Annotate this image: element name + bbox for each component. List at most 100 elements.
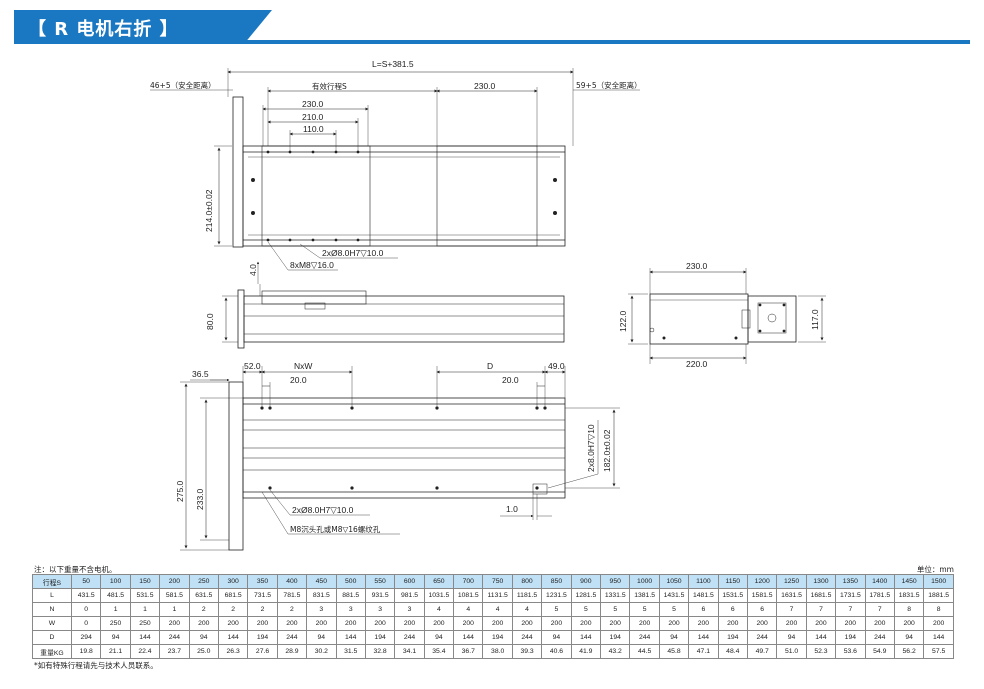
table-cell: 1231.5 xyxy=(541,588,572,603)
dim-d: D xyxy=(487,361,493,371)
table-cell: 22.4 xyxy=(129,644,161,659)
table-header-cell: 650 xyxy=(423,574,455,589)
table-row-label: L xyxy=(32,588,72,603)
table-cell: 194 xyxy=(247,630,278,645)
table-cell: 4 xyxy=(482,602,513,617)
dim-80: 80.0 xyxy=(205,313,215,330)
table-cell: 200 xyxy=(776,616,807,631)
hole-note-right: 2x8.0H7▽10 xyxy=(586,424,596,472)
table-header-cell: 1500 xyxy=(923,574,954,589)
weight-note: 注：以下重量不含电机。 xyxy=(34,565,117,574)
table-cell: 244 xyxy=(746,630,778,645)
table-cell: 41.9 xyxy=(570,644,602,659)
table-cell: 3 xyxy=(306,602,337,617)
table-cell: 7 xyxy=(864,602,895,617)
table-cell: 1881.5 xyxy=(923,588,954,603)
table-cell: 200 xyxy=(864,616,895,631)
table-cell: 200 xyxy=(923,616,954,631)
table-cell: 531.5 xyxy=(129,588,161,603)
front-body xyxy=(243,295,565,343)
table-cell: 200 xyxy=(335,616,366,631)
table-cell: 1381.5 xyxy=(629,588,660,603)
table-cell: 200 xyxy=(570,616,602,631)
table-header-cell: 250 xyxy=(188,574,219,589)
table-header-cell: 50 xyxy=(70,574,102,589)
table-cell: 194 xyxy=(835,630,866,645)
table-cell: 200 xyxy=(306,616,337,631)
table-cell: 244 xyxy=(276,630,308,645)
table-cell: 2 xyxy=(217,602,249,617)
table-cell: 38.0 xyxy=(482,644,513,659)
table-cell: 57.5 xyxy=(923,644,954,659)
table-cell: 3 xyxy=(364,602,396,617)
table-header-cell: 450 xyxy=(306,574,337,589)
section-header: 【 R 电机右折 】 xyxy=(14,10,970,44)
motor-plate-bottom xyxy=(228,381,244,551)
table-cell: 44.5 xyxy=(629,644,660,659)
table-cell: 94 xyxy=(893,630,925,645)
table-cell: 200 xyxy=(746,616,778,631)
table-header-cell: 1400 xyxy=(864,574,895,589)
table-cell: 194 xyxy=(482,630,513,645)
dim-214: 214.0±0.02 xyxy=(204,189,214,232)
dim-230-end: 230.0 xyxy=(474,81,496,91)
table-cell: 200 xyxy=(276,616,308,631)
table-cell: 200 xyxy=(893,616,925,631)
tap-note-bottom: M8沉头孔或M8▽16螺纹孔 xyxy=(290,524,381,534)
table-cell: 144 xyxy=(217,630,249,645)
side-view xyxy=(628,268,826,364)
table-cell: 1281.5 xyxy=(570,588,602,603)
table-cell: 52.3 xyxy=(805,644,837,659)
table-cell: 581.5 xyxy=(159,588,190,603)
table-cell: 94 xyxy=(658,630,690,645)
bottom-view xyxy=(180,366,620,551)
dim-210: 210.0 xyxy=(302,112,324,122)
table-cell: 1531.5 xyxy=(717,588,748,603)
table-cell: 1431.5 xyxy=(658,588,690,603)
table-cell: 931.5 xyxy=(364,588,396,603)
table-cell: 40.6 xyxy=(541,644,572,659)
table-cell: 1 xyxy=(159,602,190,617)
table-cell: 2 xyxy=(188,602,219,617)
table-header-cell: 1300 xyxy=(805,574,837,589)
dim-36-5: 36.5 xyxy=(192,369,209,379)
table-cell: 200 xyxy=(835,616,866,631)
end-block xyxy=(436,145,538,247)
table-header-cell: 1200 xyxy=(746,574,778,589)
table-row-label: N xyxy=(32,602,72,617)
table-cell: 200 xyxy=(600,616,631,631)
table-cell: 4 xyxy=(511,602,543,617)
table-cell: 781.5 xyxy=(276,588,308,603)
table-cell: 244 xyxy=(864,630,895,645)
dim-effective-stroke: 有效行程S xyxy=(312,81,347,91)
table-cell: 5 xyxy=(570,602,602,617)
table-cell: 250 xyxy=(100,616,131,631)
table-header-cell: 1250 xyxy=(776,574,807,589)
table-cell: 30.2 xyxy=(306,644,337,659)
table-header-cell: 500 xyxy=(335,574,366,589)
table-cell: 1681.5 xyxy=(805,588,837,603)
table-header-cell: 900 xyxy=(570,574,602,589)
table-cell: 244 xyxy=(394,630,425,645)
table-cell: 144 xyxy=(335,630,366,645)
table-cell: 56.2 xyxy=(893,644,925,659)
top-view xyxy=(150,68,640,271)
table-cell: 28.9 xyxy=(276,644,308,659)
dim-1: 1.0 xyxy=(506,504,518,514)
hole-note-bottom: 2xØ8.0H7▽10.0 xyxy=(292,505,354,515)
dim-side-117: 117.0 xyxy=(810,309,820,330)
table-cell: 2 xyxy=(247,602,278,617)
dim-20-left: 20.0 xyxy=(290,375,307,385)
table-header-cell: 550 xyxy=(364,574,396,589)
table-cell: 6 xyxy=(746,602,778,617)
table-row-label: 重量KG xyxy=(32,644,72,659)
dim-nxw: NxW xyxy=(294,361,312,371)
dim-side-220: 220.0 xyxy=(686,359,708,369)
table-cell: 194 xyxy=(600,630,631,645)
table-cell: 144 xyxy=(923,630,954,645)
table-cell: 200 xyxy=(482,616,513,631)
dim-233: 233.0 xyxy=(195,488,205,510)
